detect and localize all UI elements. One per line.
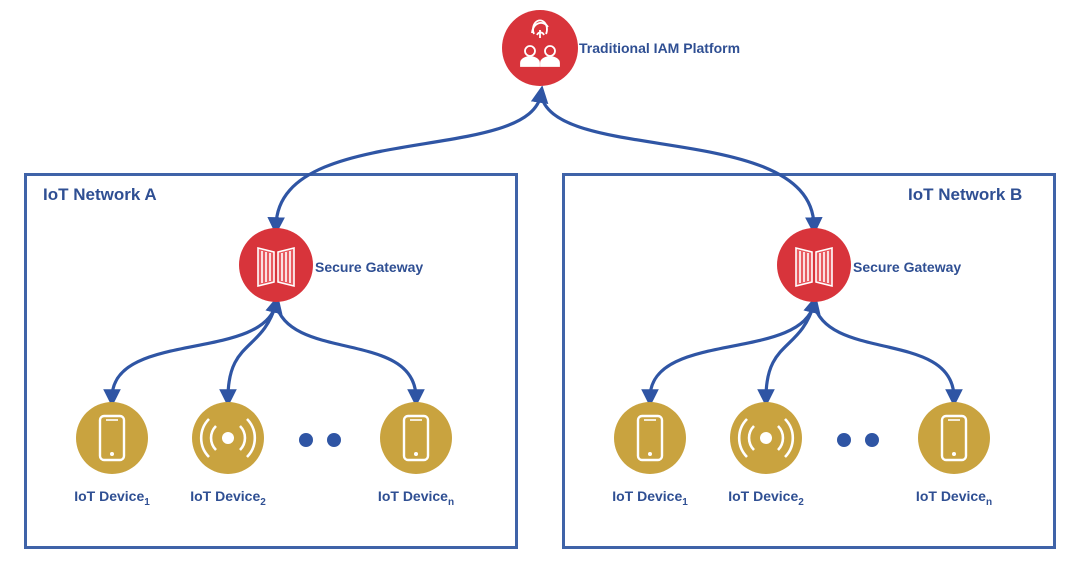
device-label-a-1: IoT Device1 — [74, 488, 150, 508]
device-label-b-1: IoT Device1 — [612, 488, 688, 508]
fingerprint-users-icon — [520, 19, 560, 67]
secure-gateway-node-a — [239, 228, 313, 302]
device-node-a-n — [380, 402, 452, 474]
device-node-a-2 — [192, 402, 264, 474]
network-title-b: IoT Network B — [908, 185, 1023, 204]
connector-gateway-b-device-2 — [757, 303, 816, 407]
connector-gateway-b-device-n — [812, 303, 963, 407]
network-box-b — [562, 173, 1056, 549]
connector-gateway-a-device-2 — [219, 303, 278, 407]
device-label-b-n: IoT Devicen — [915, 488, 993, 508]
smartphone-icon — [402, 414, 430, 462]
ellipsis-dot — [327, 433, 341, 447]
smartphone-icon — [940, 414, 968, 462]
ellipsis-dot — [299, 433, 313, 447]
connector-platform-gateway-a — [267, 85, 549, 235]
connector-gateway-a-device-n — [274, 303, 425, 407]
gateway-label-b: Secure Gateway — [853, 259, 962, 275]
ellipsis-dot — [865, 433, 879, 447]
iam-platform-node — [502, 10, 578, 86]
gate-icon — [795, 246, 833, 288]
device-node-b-n — [918, 402, 990, 474]
connector-platform-gateway-b — [539, 93, 823, 235]
smartphone-icon — [98, 414, 126, 462]
device-node-b-2 — [730, 402, 802, 474]
secure-gateway-node-b — [777, 228, 851, 302]
smartphone-icon — [636, 414, 664, 462]
gateway-label-a: Secure Gateway — [315, 259, 424, 275]
device-label-a-n: IoT Devicen — [377, 488, 455, 508]
iam-platform-label: Traditional IAM Platform — [579, 40, 741, 56]
gate-icon — [257, 246, 295, 288]
network-title-a: IoT Network A — [43, 185, 157, 204]
connector-gateway-b-device-1 — [641, 295, 821, 407]
wireless-sensor-icon — [199, 418, 257, 458]
connector-gateway-a-device-1 — [103, 295, 283, 407]
device-node-a-1 — [76, 402, 148, 474]
ellipsis-dot — [837, 433, 851, 447]
device-label-b-2: IoT Device2 — [728, 488, 804, 508]
wireless-sensor-icon — [737, 418, 795, 458]
device-label-a-2: IoT Device2 — [190, 488, 266, 508]
device-node-b-1 — [614, 402, 686, 474]
